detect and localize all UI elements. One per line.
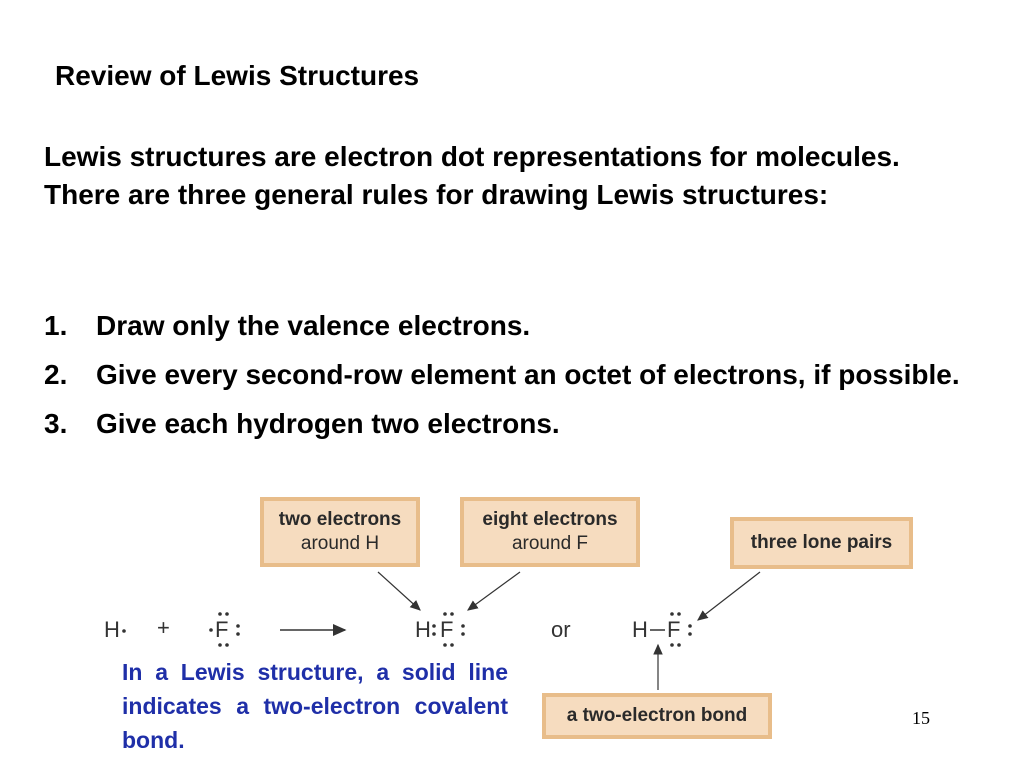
rule-number: 3.	[44, 408, 68, 439]
arrow-box3	[697, 571, 761, 621]
arrow-box1	[377, 571, 421, 611]
rule-text: Give each hydrogen two electrons.	[96, 408, 560, 439]
callout-line-2: around F	[511, 533, 589, 554]
callout-line-1: three lone pairs	[750, 532, 893, 553]
callout-line-2: around H	[300, 533, 380, 554]
electron-dot	[122, 629, 126, 633]
rule-item: 1. Draw only the valence electrons.	[44, 308, 984, 344]
product-fluorine: F	[440, 617, 454, 642]
slide-title: Review of Lewis Structures	[55, 60, 420, 91]
callout-two-electrons-around-h: two electrons around H	[260, 497, 420, 567]
callout-line-1: a two-electron bond	[566, 705, 748, 726]
callout-two-electron-bond: a two-electron bond	[542, 693, 772, 739]
or-word: or	[551, 617, 571, 642]
page-number: 15	[912, 708, 930, 728]
rule-number: 2.	[44, 359, 68, 390]
callout-three-lone-pairs: three lone pairs	[730, 517, 913, 569]
bond-note: In a Lewis structure, a solid line indic…	[122, 659, 508, 753]
arrow-box2	[467, 571, 521, 611]
alt-fluorine: F	[667, 617, 681, 642]
rule-item: 3. Give each hydrogen two electrons.	[44, 406, 984, 442]
intro-paragraph: Lewis structures are electron dot repres…	[44, 141, 900, 210]
callout-line-1: eight electrons	[482, 509, 618, 530]
rule-number: 1.	[44, 310, 68, 341]
plus-sign: +	[157, 615, 170, 640]
rule-text: Draw only the valence electrons.	[96, 310, 531, 341]
hf-electron-dots	[432, 612, 465, 647]
reactant-hydrogen: H	[104, 617, 120, 642]
reactant-fluorine: F	[215, 617, 229, 642]
lone-pair-dots	[670, 612, 692, 647]
callout-line-1: two electrons	[278, 509, 402, 530]
rule-item: 2. Give every second-row element an octe…	[44, 357, 984, 393]
alt-hydrogen: H	[632, 617, 648, 642]
callout-eight-electrons-around-f: eight electrons around F	[460, 497, 640, 567]
rule-text: Give every second-row element an octet o…	[96, 359, 960, 390]
product-hydrogen: H	[415, 617, 431, 642]
rules-list: 1. Draw only the valence electrons. 2. G…	[44, 308, 984, 455]
fluorine-dots	[209, 612, 240, 647]
